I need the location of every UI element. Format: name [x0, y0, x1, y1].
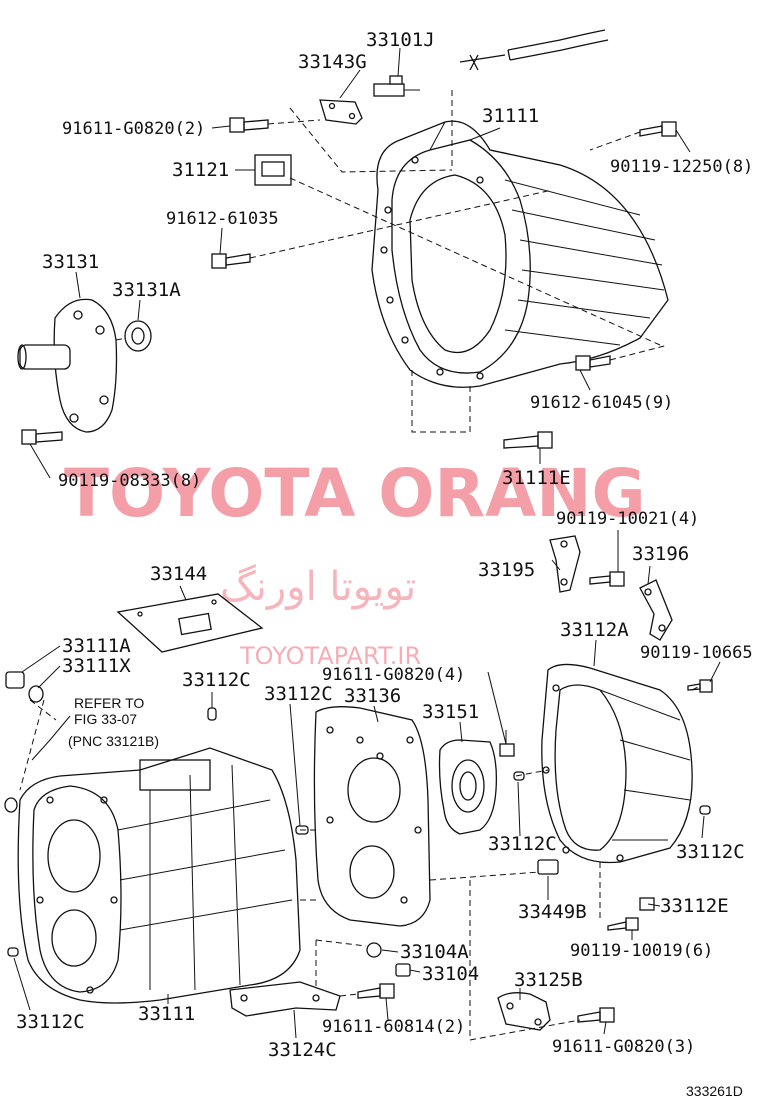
label-33195: 33195 [478, 559, 535, 581]
label-31111e: 31111E [502, 467, 571, 489]
label-31111: 31111 [482, 105, 539, 127]
watermark: TOYOTA ORANG تويوتا اورنگ TOYOTAPART.IR [64, 455, 646, 670]
watermark-site: TOYOTAPART.IR [239, 642, 421, 670]
refer-line-2: FIG 33-07 [74, 711, 137, 727]
extension-housing [541, 663, 693, 864]
label-33131a: 33131A [112, 279, 181, 301]
label-90119-10021-4: 90119-10021(4) [556, 509, 699, 529]
bolt-91611-g0820-3 [577, 1007, 615, 1023]
oil-seal-33131a [124, 320, 152, 352]
label-91612-61045-9: 91612-61045(9) [530, 393, 673, 413]
label-33104: 33104 [422, 963, 479, 985]
figure-id: 333261D [686, 1083, 743, 1099]
bolt-90119-08333 [21, 429, 63, 445]
label-33143g: 33143G [298, 51, 367, 73]
front-bearing-retainer [17, 298, 118, 433]
clutch-housing [371, 120, 669, 388]
label-33101j: 33101J [366, 29, 435, 51]
label-33111x: 33111X [62, 655, 131, 677]
refer-line-3: (PNC 33121B) [68, 733, 159, 749]
breather-hose [459, 29, 609, 71]
label-90119-12250-8: 90119-12250(8) [610, 157, 753, 177]
shift-lever-33195 [549, 535, 581, 593]
bracket-33124c [229, 981, 341, 1017]
label-33112c-c: 33112C [488, 833, 557, 855]
part-labels: 33101J 33143G 91611-G0820(2) 31111 90119… [16, 29, 753, 1099]
bolt-91611-60814 [357, 983, 395, 999]
label-33112a: 33112A [560, 619, 629, 641]
label-33151: 33151 [422, 701, 479, 723]
label-33112c-e: 33112C [16, 1011, 85, 1033]
watermark-brand: TOYOTA ORANG [64, 455, 646, 532]
cover-gasket-33144 [116, 593, 264, 653]
label-33111: 33111 [138, 1003, 195, 1025]
leader-lines-top [29, 47, 691, 479]
bolt-90119-10021 [589, 571, 625, 587]
label-33136: 33136 [344, 685, 401, 707]
assembly-guide-lines-top [115, 90, 669, 433]
block-33449b [537, 859, 559, 875]
label-91611-g0820-2: 91611-G0820(2) [62, 119, 205, 139]
label-33112c-d: 33112C [676, 841, 745, 863]
label-33112e: 33112E [660, 895, 729, 917]
label-90119-10019-6: 90119-10019(6) [570, 941, 713, 961]
watermark-brand-fa: تويوتا اورنگ [220, 564, 416, 610]
label-33112c-a: 33112C [182, 669, 251, 691]
breather-plug [373, 75, 420, 97]
label-91611-g0820-3: 91611-G0820(3) [552, 1037, 695, 1057]
leader-lines-bottom [13, 530, 721, 1039]
bearing-retainer-33151 [438, 739, 498, 835]
label-31121: 31121 [172, 159, 229, 181]
label-33449b: 33449B [518, 901, 587, 923]
bolt-91612-61045 [575, 355, 611, 371]
shift-lever-33196 [639, 579, 673, 641]
drain-plug [4, 671, 44, 813]
bolt-33112e [607, 897, 655, 931]
label-33112c-b: 33112C [264, 683, 333, 705]
label-33131: 33131 [42, 251, 99, 273]
plug-33104 [366, 942, 411, 977]
bolt-91612-61035 [211, 253, 251, 269]
label-33111a: 33111A [62, 635, 131, 657]
bolt-90119-10665 [687, 679, 713, 693]
label-91611-60814-2: 91611-60814(2) [322, 1017, 465, 1037]
bracket-31121 [254, 154, 292, 186]
bolt-31111e [503, 431, 553, 449]
label-33196: 33196 [632, 543, 689, 565]
label-33144: 33144 [150, 563, 207, 585]
intermediate-plate [313, 706, 431, 927]
label-90119-10665: 90119-10665 [640, 643, 753, 663]
transmission-case [17, 747, 301, 1004]
knock-pins [7, 707, 711, 957]
label-91612-61035: 91612-61035 [166, 209, 279, 229]
label-90119-08333-8: 90119-08333(8) [58, 471, 201, 491]
refer-line-1: REFER TO [74, 695, 144, 711]
label-33124c: 33124C [268, 1039, 337, 1061]
label-33104a: 33104A [400, 941, 469, 963]
label-91611-g0820-4: 91611-G0820(4) [322, 665, 465, 685]
bracket-33125b [497, 992, 551, 1031]
bolt-90119-12250 [639, 121, 677, 137]
bolt-91611-g0820-4 [499, 730, 515, 757]
bolt-91611-g0820 [229, 117, 269, 133]
cover-plate [319, 99, 363, 125]
assembly-guide-lines-bottom [19, 685, 701, 1041]
label-33125b: 33125B [514, 969, 583, 991]
